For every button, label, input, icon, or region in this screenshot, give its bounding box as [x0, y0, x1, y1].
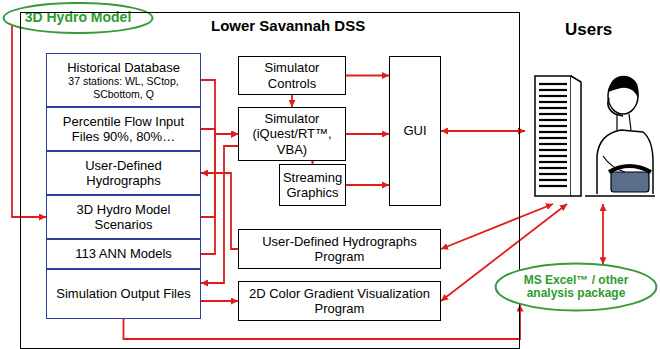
process-box: 2D Color Gradient Visualization Program	[238, 281, 441, 321]
node-label: Historical Database	[67, 60, 180, 75]
node-label: Simulator Controls	[243, 60, 341, 91]
flow-arrow	[201, 80, 238, 134]
flow-arrow	[346, 75, 389, 77]
flow-arrow	[201, 146, 238, 283]
flow-arrow	[346, 133, 389, 135]
node-label: Lower Savannah DSS	[211, 17, 365, 34]
flow-arrow	[201, 300, 238, 302]
process-box: GUI	[389, 56, 441, 206]
process-box: Streaming Graphics	[279, 164, 346, 206]
flow-arrow	[291, 95, 293, 107]
process-box: Simulator Controls	[238, 56, 346, 95]
process-box: User-Defined Hydrographs Program	[238, 229, 441, 269]
database-row: Historical Database37 stations: WL, SCto…	[46, 53, 201, 107]
node-label: 3D Hydro Model Scenarios	[53, 202, 194, 233]
database-row: Percentile Flow Input Files 90%, 80%…	[46, 107, 201, 151]
flow-arrow	[346, 184, 389, 186]
database-row: 113 ANN Models	[46, 239, 201, 269]
database-row: Simulation Output Files	[46, 269, 201, 319]
output-ellipse: MS Excel™ / other analysis package	[494, 262, 658, 312]
node-label: User-Defined Hydrographs Program	[243, 234, 436, 265]
process-box: Simulator (iQuest/RT™, VBA)	[238, 107, 346, 161]
user-illustration	[525, 44, 657, 204]
flow-arrow	[602, 204, 604, 264]
node-label: Users	[565, 20, 612, 40]
source-ellipse: 3D Hydro Model	[2, 2, 154, 34]
node-label: Streaming Graphics	[283, 170, 342, 201]
database-row: User-Defined Hydrographs	[46, 151, 201, 195]
node-label: MS Excel™ / other analysis package	[508, 274, 644, 301]
flow-arrow	[201, 173, 238, 249]
node-label: 2D Color Gradient Visualization Program	[243, 286, 436, 317]
node-label: Simulation Output Files	[56, 286, 190, 301]
node-label: Percentile Flow Input Files 90%, 80%…	[53, 114, 194, 145]
node-label: GUI	[403, 123, 426, 138]
flow-arrow	[441, 204, 553, 249]
user-figure: Users	[525, 18, 657, 204]
node-detail: 37 stations: WL, SCtop, SCbottom, Q	[53, 75, 194, 100]
node-label: Simulator (iQuest/RT™, VBA)	[243, 111, 341, 157]
system-boundary: Lower Savannah DSS Historical Database37 …	[20, 12, 520, 349]
node-label: 113 ANN Models	[75, 246, 172, 261]
flow-arrow	[12, 26, 46, 217]
flow-arrow	[201, 134, 238, 254]
flow-arrow	[441, 130, 525, 132]
node-label: User-Defined Hydrographs	[53, 158, 194, 189]
database-row: 3D Hydro Model Scenarios	[46, 195, 201, 239]
